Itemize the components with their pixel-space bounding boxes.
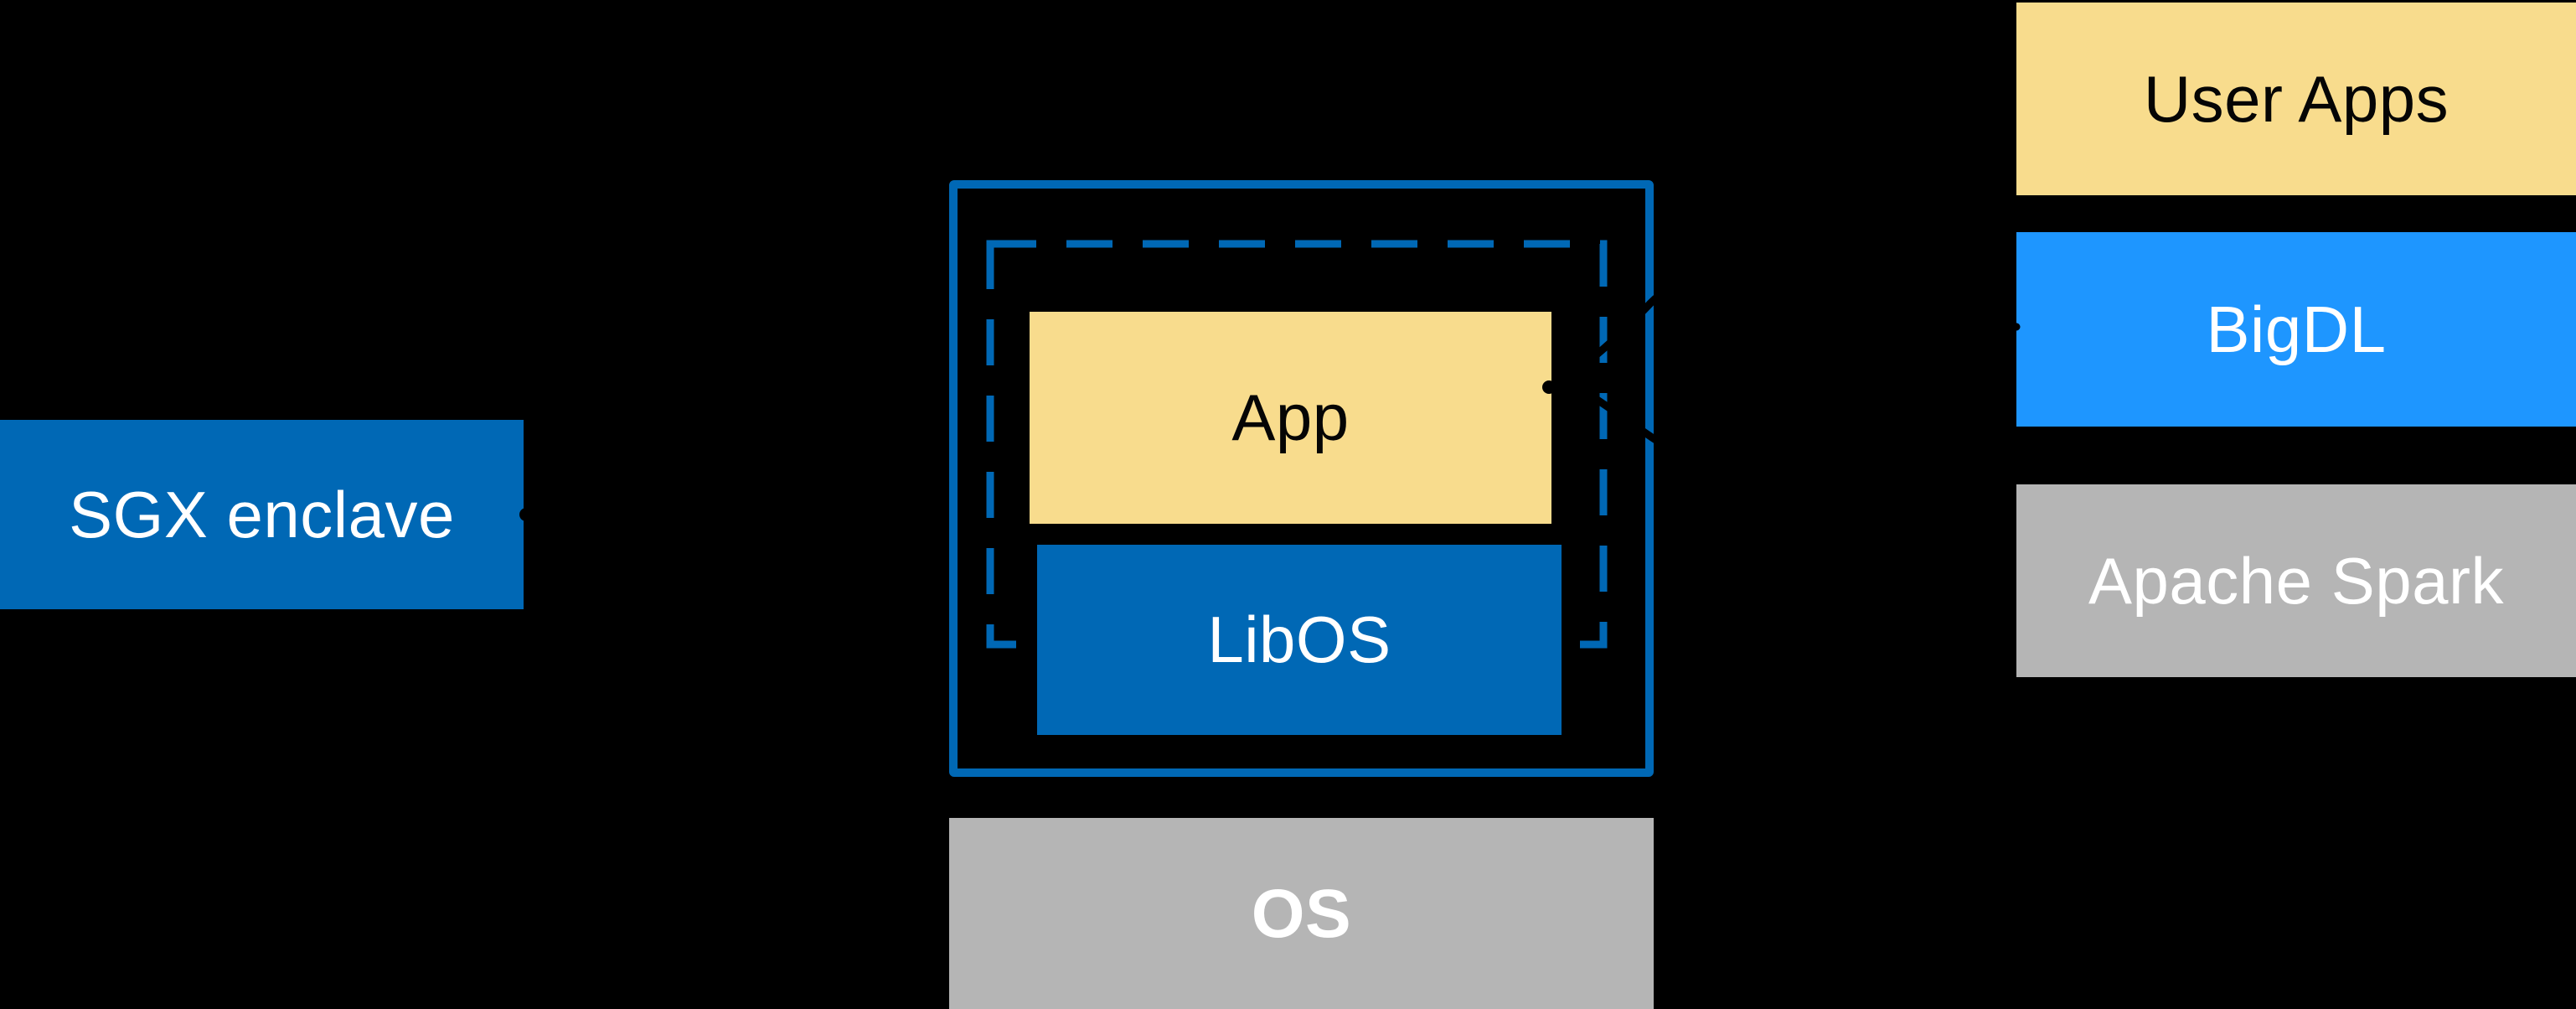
app-box: App — [1030, 312, 1551, 524]
apache-spark-box: Apache Spark — [2016, 484, 2576, 677]
lower-connector-line — [1589, 393, 1956, 530]
enclave-outer-box — [949, 180, 1654, 777]
apache-spark-label: Apache Spark — [2088, 543, 2504, 618]
bigdl-label: BigDL — [2206, 292, 2387, 366]
libos-label: LibOS — [1207, 603, 1391, 676]
bigdl-box: BigDL — [2016, 232, 2576, 427]
user-apps-box: User Apps — [2016, 3, 2576, 195]
sgx-enclave-label: SGX enclave — [69, 477, 455, 551]
app-connector-dot — [1542, 380, 1556, 394]
sgx-connector-dot — [519, 508, 533, 521]
user-apps-label: User Apps — [2143, 61, 2450, 136]
sgx-connector-line — [523, 510, 930, 596]
os-label: OS — [1251, 876, 1352, 952]
os-box: OS — [949, 818, 1654, 1009]
sgx-enclave-label-box: SGX enclave — [0, 420, 524, 609]
bigdl-to-app-connector-line — [1548, 272, 2021, 392]
libos-box: LibOS — [1037, 545, 1562, 735]
app-label: App — [1231, 380, 1350, 454]
